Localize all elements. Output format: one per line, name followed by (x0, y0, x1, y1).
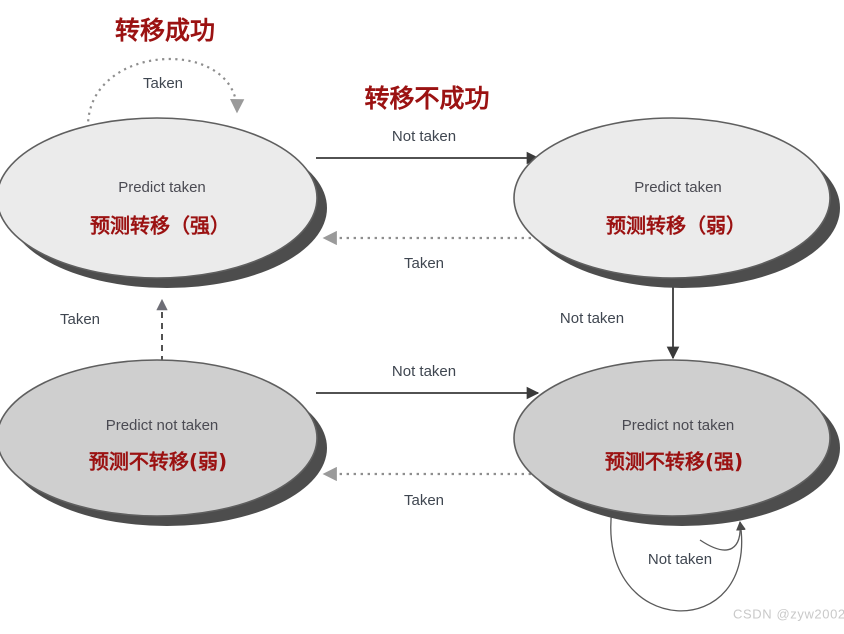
edge-label-loop-bottom: Not taken (648, 551, 712, 568)
transition-bottom-right-not-taken[interactable]: Not taken (316, 363, 540, 400)
edge-label-left-taken: Taken (60, 311, 100, 328)
state-label-en: Predict not taken (106, 417, 219, 434)
transition-left-up-taken[interactable]: Taken (60, 298, 168, 362)
state-label-cn: 预测不转移(强) (605, 450, 743, 474)
edge-label-bottom-taken: Taken (404, 492, 444, 509)
edge-label-right-not-taken: Not taken (560, 310, 624, 327)
transition-top-right-not-taken[interactable]: Not taken (316, 128, 540, 165)
heading-taken-success: 转移成功 (115, 16, 215, 45)
transition-bottom-left-taken[interactable]: Taken (322, 466, 538, 509)
state-predict-taken-strong[interactable]: Predict taken 预测转移（强） (0, 117, 327, 288)
state-body (0, 359, 318, 517)
heading-taken-fail: 转移不成功 (364, 84, 489, 113)
loop-bottom-overlay (699, 521, 746, 551)
state-label-en: Predict not taken (622, 417, 735, 434)
state-predict-not-taken-weak[interactable]: Predict not taken 预测不转移(弱) (0, 359, 327, 526)
state-label-cn: 预测不转移(弱) (89, 450, 227, 474)
state-label-en: Predict taken (118, 179, 206, 196)
state-body (513, 359, 831, 517)
edge-label-bottom-not-taken: Not taken (392, 363, 456, 380)
state-body (513, 117, 831, 279)
state-label-cn: 预测转移（强） (90, 214, 230, 238)
transition-loop-top-taken[interactable]: Taken (86, 57, 245, 129)
state-body (0, 117, 318, 279)
state-predict-taken-weak[interactable]: Predict taken 预测转移（弱） (513, 117, 840, 288)
state-label-cn: 预测转移（弱） (606, 214, 746, 238)
transition-top-left-taken[interactable]: Taken (322, 230, 538, 272)
edge-label-top-taken: Taken (404, 255, 444, 272)
transition-right-down-not-taken[interactable]: Not taken (560, 283, 680, 360)
watermark-text: CSDN @zyw2002 (733, 606, 844, 621)
edge-label-top-not-taken: Not taken (392, 128, 456, 145)
state-label-en: Predict taken (634, 179, 722, 196)
transition-loop-bottom-not-taken[interactable]: Not taken (610, 508, 746, 612)
edge-label-loop-top: Taken (143, 75, 183, 92)
state-predict-not-taken-strong[interactable]: Predict not taken 预测不转移(强) (513, 359, 840, 526)
